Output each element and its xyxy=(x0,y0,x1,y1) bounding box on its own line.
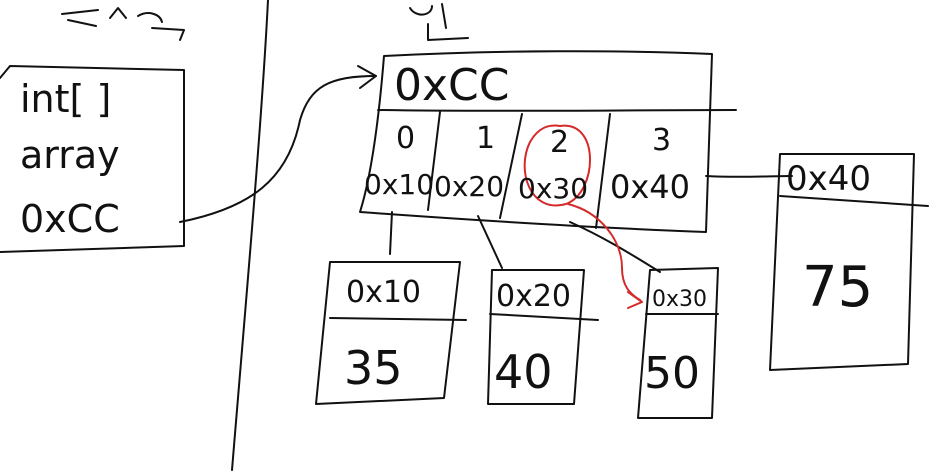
array-ref-2: 0x30 xyxy=(518,172,588,205)
int-value-50: 50 xyxy=(644,348,700,399)
array-object-box xyxy=(359,50,713,233)
int-address-0x20: 0x20 xyxy=(496,279,571,314)
stack-var-value: 0xCC xyxy=(20,197,120,241)
cell-divider-3 xyxy=(595,113,611,229)
array-index-0: 0 xyxy=(396,121,415,156)
highlight-circle xyxy=(523,124,591,207)
array-address: 0xCC xyxy=(394,60,509,111)
int-box-0x40-divider xyxy=(779,195,929,207)
stack-var-type: int[ ] xyxy=(20,77,111,121)
array-index-2: 2 xyxy=(550,125,569,160)
reference-arrow-head xyxy=(357,65,377,89)
int-value-75: 75 xyxy=(802,255,873,320)
heading-scribble-left xyxy=(61,7,185,41)
int-box-0x20-divider xyxy=(489,313,599,321)
connector-cell2 xyxy=(569,221,661,273)
int-address-0x30: 0x30 xyxy=(652,287,707,312)
connector-cell1 xyxy=(477,215,503,269)
connector-cell3 xyxy=(705,175,793,178)
stack-variable-box xyxy=(0,65,185,253)
cell-divider-2 xyxy=(499,113,523,219)
int-box-0x10-divider xyxy=(329,317,467,321)
int-value-35: 35 xyxy=(344,341,403,395)
int-box-0x30 xyxy=(637,267,719,419)
highlight-arrow xyxy=(567,203,641,301)
connector-cell0 xyxy=(389,211,393,255)
array-ref-0: 0x10 xyxy=(364,168,434,201)
cell-divider-1 xyxy=(427,111,441,211)
int-box-0x40 xyxy=(769,153,915,371)
stack-heap-divider xyxy=(231,0,269,471)
int-box-0x10 xyxy=(315,261,461,405)
array-header-divider xyxy=(377,109,737,112)
int-value-40: 40 xyxy=(494,345,553,399)
array-index-1: 1 xyxy=(476,121,495,156)
int-address-0x40: 0x40 xyxy=(786,159,871,199)
int-address-0x10: 0x10 xyxy=(346,275,421,310)
highlight-arrow-head xyxy=(627,291,643,309)
array-index-3: 3 xyxy=(652,123,671,158)
reference-arrow xyxy=(179,75,377,223)
array-ref-1: 0x20 xyxy=(434,170,504,203)
heading-scribble-right xyxy=(409,3,469,41)
stack-var-name: array xyxy=(20,133,120,177)
array-ref-3: 0x40 xyxy=(610,168,690,206)
int-box-0x20 xyxy=(487,269,585,405)
